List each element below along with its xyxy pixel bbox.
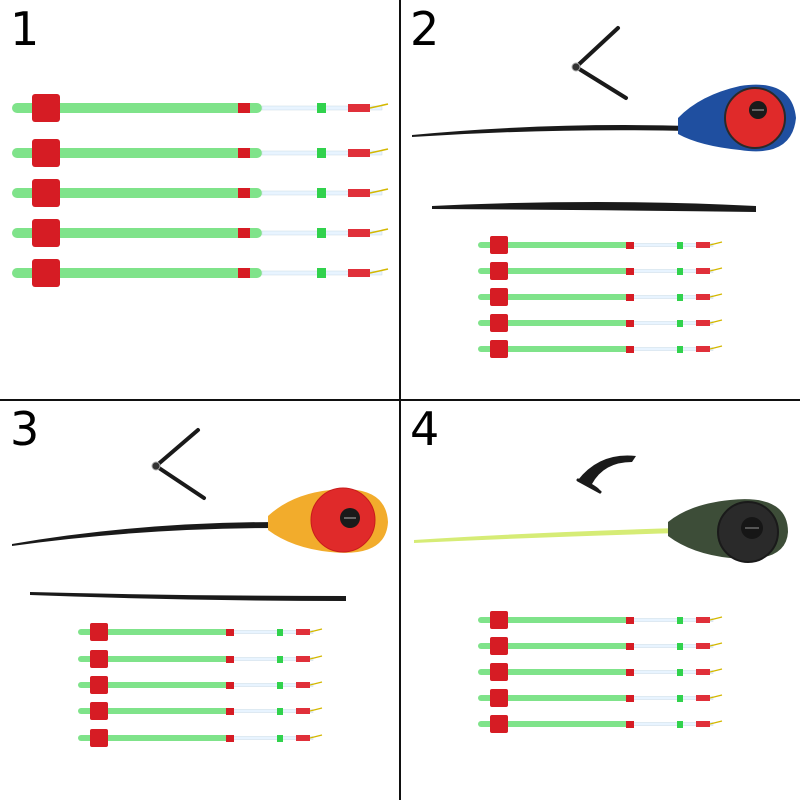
panel-1: 1 [0,0,400,400]
tip-set [478,236,723,358]
panel-3: 3 [0,400,400,800]
spring-tip [478,340,723,358]
horizontal-divider [0,399,800,401]
tip-set [12,94,389,287]
reel-rod [412,84,796,152]
spare-tip [30,592,346,601]
spring-tip [12,94,389,122]
spring-tip [478,611,723,629]
rod-kit-blue-illustration [412,26,796,358]
panel-number: 2 [410,2,440,56]
panel-2: 2 [400,0,800,400]
spring-tip [478,262,723,280]
spring-tip [478,288,723,306]
spring-tip [78,729,323,747]
spring-tip [78,623,323,641]
v-clip [151,428,206,500]
spring-tip [78,650,323,668]
spring-tip [478,663,723,681]
spring-tip [478,715,723,733]
rod-kit-green-illustration [414,455,788,733]
panel-4: 4 [400,400,800,800]
reel-rod [414,499,788,563]
spring-tip [12,139,389,167]
spring-tip [478,314,723,332]
v-clip [571,26,628,100]
spring-tip [12,179,389,207]
spring-tip [78,702,323,720]
spring-tip [12,259,389,287]
tip-set-illustration [12,94,389,287]
spring-tip [78,676,323,694]
spring-tip [12,219,389,247]
spring-tip [478,637,723,655]
reel-rod [12,487,388,553]
arc-clip [576,455,636,494]
spring-tip [478,689,723,707]
rod-kit-orange-illustration [12,428,388,747]
panel-number: 4 [410,402,440,456]
tip-set [478,611,723,733]
panel-number: 1 [10,2,40,56]
tip-set [78,623,323,747]
spare-tip [432,202,756,212]
spring-tip [478,236,723,254]
panel-number: 3 [10,402,40,456]
